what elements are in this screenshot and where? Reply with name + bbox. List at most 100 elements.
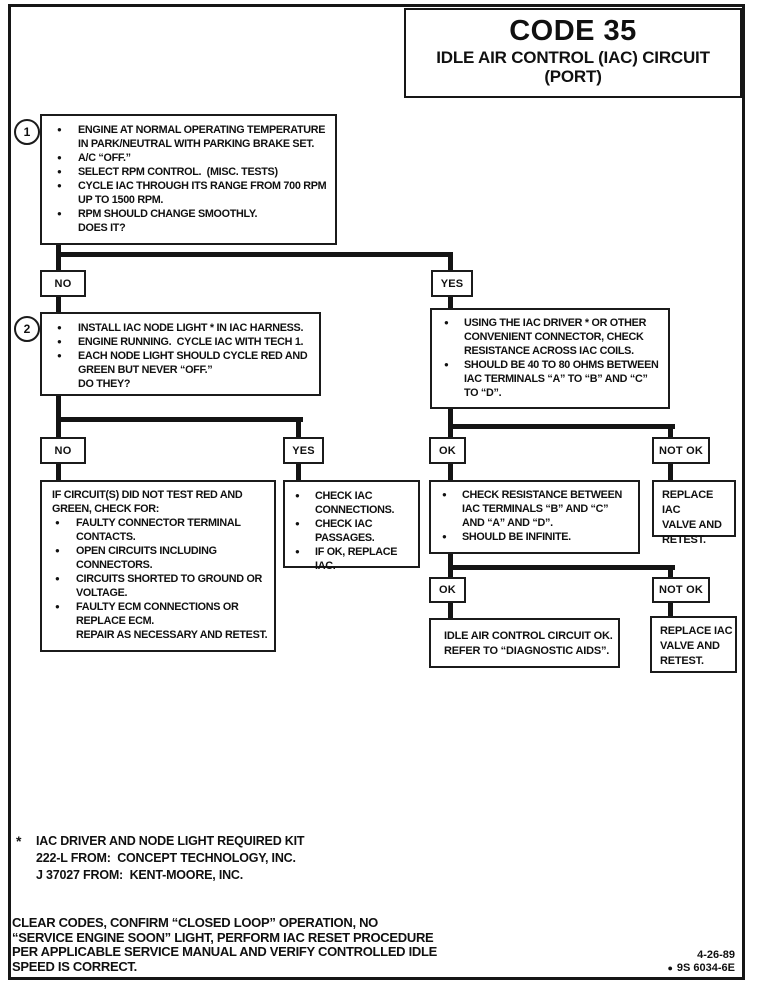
check-iac-bullet-text: IF OK, REPLACE IAC. [315, 546, 400, 572]
check-iac-bullet-text: CHECK IAC CONNECTIONS. [315, 490, 395, 516]
connector-line [56, 245, 61, 270]
decision-no-1: NO [40, 270, 86, 297]
connector-line [668, 464, 673, 480]
list-item: ● RPM SHOULD CHANGE SMOOTHLY. DOES IT? [54, 207, 330, 235]
box-check-coils: ● USING THE IAC DRIVER * OR OTHER CONVEN… [430, 308, 670, 409]
decision-label: YES [292, 444, 315, 457]
connector-line [448, 409, 453, 437]
bullet-icon: ● [444, 360, 449, 369]
list-item: ● CIRCUITS SHORTED TO GROUND OR VOLTAGE. [52, 572, 270, 600]
connector-line [668, 565, 673, 577]
bullet-icon: ● [295, 547, 300, 556]
bullet-icon: ● [295, 491, 300, 500]
bullet-icon: ● [57, 153, 62, 162]
list-item: ● A/C “OFF.” [54, 151, 330, 165]
decision-label: NOT OK [659, 584, 703, 596]
footer-doc-line: ● 9S 6034-6E [667, 962, 735, 975]
bullet-icon: ● [57, 125, 62, 134]
list-item: ● CHECK RESISTANCE BETWEEN IAC TERMINALS… [439, 488, 636, 530]
asterisk-icon: * [16, 833, 22, 849]
step-1-marker: 1 [14, 119, 40, 145]
bullet-icon: ● [667, 962, 673, 973]
decision-label: YES [440, 277, 464, 290]
step-2-number: 2 [23, 322, 31, 336]
box-circuit-fail: IF CIRCUIT(S) DID NOT TEST RED AND GREEN… [40, 480, 276, 652]
decision-label: OK [439, 584, 456, 596]
box-replace-iac-1: REPLACE IAC VALVE AND RETEST. [652, 480, 736, 546]
step-2-marker: 2 [14, 316, 40, 342]
decision-label: OK [439, 444, 456, 457]
decision-ok-2: OK [429, 577, 466, 603]
bullet-icon: ● [55, 574, 60, 583]
replace-iac-1-text: REPLACE IAC VALVE AND RETEST. [662, 489, 722, 546]
list-item: ● CYCLE IAC THROUGH ITS RANGE FROM 700 R… [54, 179, 330, 207]
footnote-text: IAC DRIVER AND NODE LIGHT REQUIRED KIT 2… [36, 834, 305, 882]
step2-bullet-text: ENGINE RUNNING. CYCLE IAC WITH TECH 1. [78, 336, 304, 348]
connector-line [448, 464, 453, 480]
chart-subtitle: IDLE AIR CONTROL (IAC) CIRCUIT [436, 48, 710, 67]
bullet-icon: ● [295, 519, 300, 528]
list-item: ● SHOULD BE INFINITE. [439, 530, 636, 544]
footer-date: 4-26-89 [697, 949, 735, 961]
chart-code-title: CODE 35 [509, 15, 637, 47]
circuit-fail-bullet-list: ● FAULTY CONNECTOR TERMINAL CONTACTS. ● … [52, 516, 270, 642]
footer-doc-number: 9S 6034-6E [676, 961, 735, 974]
decision-label: NO [54, 277, 72, 290]
list-item: ● FAULTY ECM CONNECTIONS OR REPLACE ECM.… [52, 600, 270, 642]
decision-label: NOT OK [659, 444, 703, 457]
list-item: ● FAULTY CONNECTOR TERMINAL CONTACTS. [52, 516, 270, 544]
check-coils-bullet-text: USING THE IAC DRIVER * OR OTHER CONVENIE… [464, 317, 647, 357]
connector-line [668, 424, 673, 437]
step2-bullet-text: INSTALL IAC NODE LIGHT * IN IAC HARNESS. [78, 322, 304, 334]
box-step1-instructions: ● ENGINE AT NORMAL OPERATING TEMPERATURE… [40, 114, 337, 245]
connector-line [56, 297, 61, 314]
check-resistance-bullet-text: SHOULD BE INFINITE. [462, 531, 571, 543]
decision-yes-1: YES [431, 270, 473, 297]
connector-line [56, 252, 453, 257]
connector-line [56, 417, 303, 422]
list-item: ● SELECT RPM CONTROL. (MISC. TESTS) [54, 165, 330, 179]
list-item: ● EACH NODE LIGHT SHOULD CYCLE RED AND G… [54, 349, 314, 391]
footnote: * IAC DRIVER AND NODE LIGHT REQUIRED KIT… [16, 833, 305, 884]
list-item: ● OPEN CIRCUITS INCLUDING CONNECTORS. [52, 544, 270, 572]
list-item: ● SHOULD BE 40 TO 80 OHMS BETWEEN IAC TE… [441, 358, 664, 400]
title-box: CODE 35 IDLE AIR CONTROL (IAC) CIRCUIT (… [404, 8, 742, 98]
check-resistance-bullet-list: ● CHECK RESISTANCE BETWEEN IAC TERMINALS… [439, 488, 636, 544]
footer-note: CLEAR CODES, CONFIRM “CLOSED LOOP” OPERA… [12, 915, 437, 975]
decision-label: NO [54, 444, 72, 457]
check-coils-bullet-text: SHOULD BE 40 TO 80 OHMS BETWEEN IAC TERM… [464, 359, 659, 399]
circuit-fail-bullet-text: CIRCUITS SHORTED TO GROUND OR VOLTAGE. [76, 573, 263, 599]
step1-bullet-text: SELECT RPM CONTROL. (MISC. TESTS) [78, 166, 278, 178]
check-coils-bullet-list: ● USING THE IAC DRIVER * OR OTHER CONVEN… [441, 316, 664, 400]
list-item: ● CHECK IAC CONNECTIONS. [292, 489, 416, 517]
list-item: ● INSTALL IAC NODE LIGHT * IN IAC HARNES… [54, 321, 314, 335]
bullet-icon: ● [444, 318, 449, 327]
list-item: ● USING THE IAC DRIVER * OR OTHER CONVEN… [441, 316, 664, 358]
check-resistance-bullet-text: CHECK RESISTANCE BETWEEN IAC TERMINALS “… [462, 489, 622, 529]
step1-bullet-text: A/C “OFF.” [78, 152, 131, 164]
bullet-icon: ● [57, 181, 62, 190]
connector-line [448, 603, 453, 618]
step1-bullet-text: RPM SHOULD CHANGE SMOOTHLY. DOES IT? [78, 208, 258, 234]
connector-line [448, 424, 675, 429]
box-circuit-ok: IDLE AIR CONTROL CIRCUIT OK. REFER TO “D… [429, 618, 620, 668]
bullet-icon: ● [57, 337, 62, 346]
circuit-ok-text: IDLE AIR CONTROL CIRCUIT OK. REFER TO “D… [444, 630, 613, 657]
box-check-iac: ● CHECK IAC CONNECTIONS. ● CHECK IAC PAS… [283, 480, 420, 572]
list-item: ● ENGINE AT NORMAL OPERATING TEMPERATURE… [54, 123, 330, 151]
connector-line [56, 464, 61, 480]
circuit-fail-bullet-text: FAULTY ECM CONNECTIONS OR REPLACE ECM. R… [76, 601, 268, 641]
step1-bullet-list: ● ENGINE AT NORMAL OPERATING TEMPERATURE… [54, 123, 330, 235]
decision-yes-2: YES [283, 437, 324, 464]
page-border [8, 4, 745, 980]
connector-line [56, 396, 61, 437]
step2-bullet-text: EACH NODE LIGHT SHOULD CYCLE RED AND GRE… [78, 350, 308, 390]
circuit-fail-intro: IF CIRCUIT(S) DID NOT TEST RED AND GREEN… [52, 489, 243, 515]
connector-line [296, 464, 301, 480]
box-check-resistance: ● CHECK RESISTANCE BETWEEN IAC TERMINALS… [429, 480, 640, 554]
bullet-icon: ● [442, 532, 447, 541]
bullet-icon: ● [57, 351, 62, 360]
replace-iac-2-text: REPLACE IAC VALVE AND RETEST. [660, 625, 733, 667]
connector-line [448, 565, 675, 570]
